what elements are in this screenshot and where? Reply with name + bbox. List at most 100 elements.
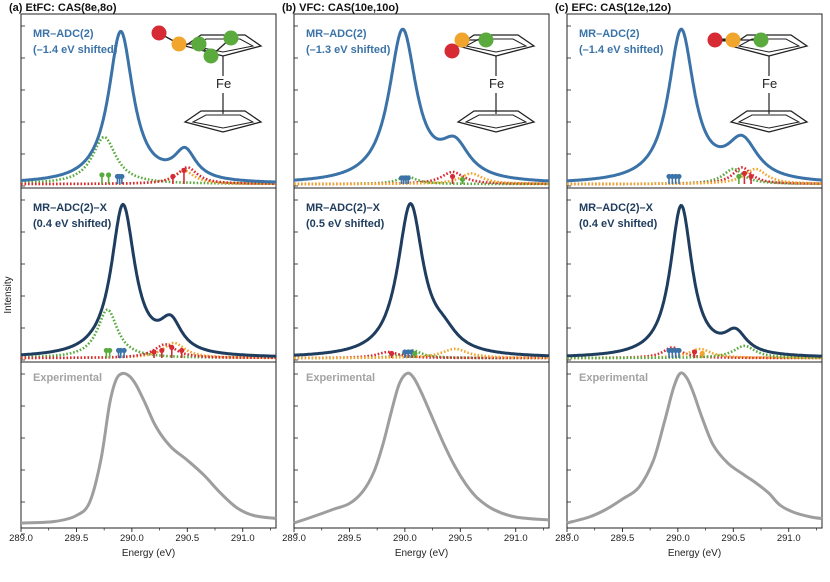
component-curve-green [21,135,276,185]
atom-orange [454,32,470,48]
experimental-subplot: Experimental [293,371,550,525]
cp-ring-top [456,34,536,57]
x-tick-label: 289.0 [9,533,33,544]
stick-head-green [459,176,466,183]
experimental-curve [566,371,823,525]
mradc2x-shift-label: (0.4 eV shifted) [33,218,112,230]
stick-head-red [388,350,395,357]
x-tick-label: 290.5 [721,533,745,544]
mradc2-label: MR–ADC(2) [306,28,367,40]
mradc2-shift-label: (–1.4 eV shifted) [579,44,664,56]
stick-head-green [736,173,742,180]
mradc2x-label: MR–ADC(2)–X [33,202,108,214]
stick-head-red [748,173,754,180]
stick-head-blue [405,175,411,181]
stick-head-blue [119,173,125,180]
cp-ring-bottom-inner [191,114,255,129]
stick-head-blue [121,347,127,354]
stick-head-red [449,173,456,180]
mradc2-subplot: MR–ADC(2) (–1.4 eV shifted) [20,28,276,186]
stick-head-orange [699,350,705,357]
mradc2-label: MR–ADC(2) [33,28,94,40]
panel-title: (b) VFC: CAS(10e,10o) [282,2,399,14]
atom-red [444,43,460,59]
component-curve-orange [294,172,549,186]
x-tick-label: 289.5 [338,533,362,544]
x-tick-label: 290.5 [175,533,199,544]
experimental-curve [20,371,277,525]
experimental-subplot: Experimental [566,371,823,525]
mradc2-shift-label: (–1.4 eV shifted) [33,44,118,56]
mradc2x-subplot: MR–ADC(2)–X (0.5 eV shifted) [293,201,550,360]
mradc2-subplot: MR–ADC(2) (–1.3 eV shifted) [294,27,549,186]
mradc2x-curve [293,201,550,358]
atom-red [151,25,167,41]
stick-head-red [169,344,175,351]
x-axis-label: Energy (eV) [668,548,721,559]
molecule-ethynylferrocene: Fe [707,32,809,133]
cp-ring-bottom-inner [737,114,801,129]
stick-head-green [99,172,105,178]
stick-head-red [159,347,165,354]
x-tick-label: 290.0 [666,533,690,544]
experimental-label: Experimental [579,372,648,384]
component-curve-red [21,166,276,186]
experimental-label: Experimental [33,372,102,384]
panel-a: (a) EtFC: CAS(8e,8o) 289.0 289.5 290.0 290.5… [9,2,277,559]
component-curve-orange [567,167,822,186]
mradc2x-shift-label: (0.5 eV shifted) [306,218,385,230]
x-tick-label: 289.5 [611,533,635,544]
fe-atom-label: Fe [762,76,777,91]
x-tick-label: 291.0 [504,533,528,544]
experimental-curve [293,371,550,525]
atom-green [191,36,207,52]
x-tick-label: 289.0 [555,533,579,544]
x-tick-label: 289.0 [282,533,306,544]
experimental-label: Experimental [306,372,375,384]
x-tick-label: 290.5 [448,533,472,544]
atom-orange [171,36,187,52]
stick-head-green [105,172,112,178]
atom-orange [725,32,741,48]
panel-b: (b) VFC: CAS(10e,10o) 289.0 289.5 290.0 290.… [282,2,550,559]
atom-green [203,48,219,64]
mradc2-curve [567,27,823,183]
mradc2x-label: MR–ADC(2)–X [306,202,381,214]
x-tick-label: 290.0 [393,533,417,544]
stick-head-green [412,350,418,357]
stick-head-red [179,347,185,354]
atom-green [223,30,239,46]
atom-green [753,32,769,48]
x-axis-label: Energy (eV) [395,548,448,559]
panel-frame [566,13,823,529]
mradc2x-subplot: MR–ADC(2)–X (0.4 eV shifted) [567,202,823,360]
mradc2-curve [20,29,276,184]
stick-head-green [107,347,113,354]
atom-green [478,32,494,48]
x-tick-label: 291.0 [777,533,801,544]
y-axis-label: Intensity [3,276,14,313]
stick-head-red [741,170,747,177]
fe-atom-label: Fe [489,76,504,91]
component-curve-red [21,343,276,360]
component-curve-orange [294,347,549,360]
x-tick-label: 290.0 [120,533,144,544]
mradc2-label: MR–ADC(2) [579,28,640,40]
stick-head-red [151,349,157,355]
mradc2x-curve [567,203,823,358]
mradc2x-curve [20,202,276,358]
mradc2x-shift-label: (0.4 eV shifted) [579,218,658,230]
panel-frame [20,13,277,529]
experimental-subplot: Experimental [20,371,277,525]
cp-ring-bottom [183,110,263,133]
mradc2-shift-label: (–1.3 eV shifted) [306,44,391,56]
panel-title: (c) EFC: CAS(12e,12o) [555,2,671,14]
stick-head-red [181,167,187,173]
stick-head-blue [676,347,682,354]
x-tick-label: 289.5 [65,533,89,544]
x-tick-label: 291.0 [231,533,255,544]
mradc2x-label: MR–ADC(2)–X [579,202,654,214]
cp-ring-bottom-inner [464,114,528,129]
panel-title: (a) EtFC: CAS(8e,8o) [9,2,117,14]
